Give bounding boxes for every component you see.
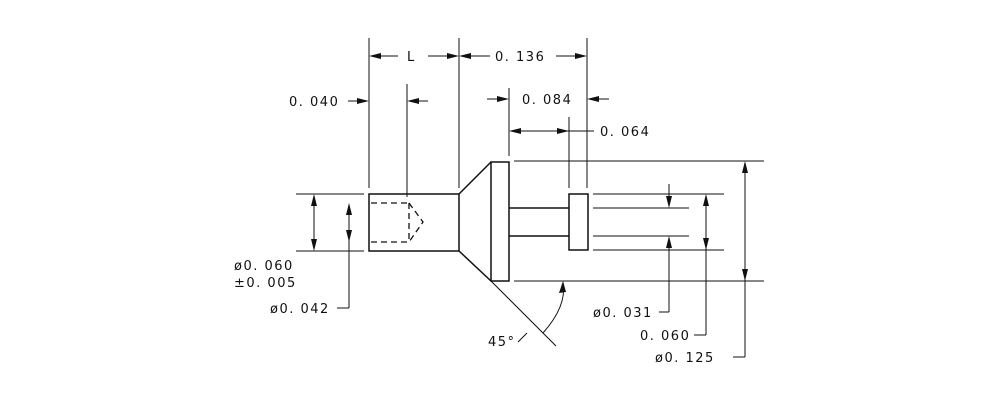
shank-body [368,193,460,252]
dim-overall-label: 0. 136 [495,50,545,65]
dim-bore-diameter-label: ø0. 042 [270,302,330,317]
dimension-labels: L 0. 136 0. 040 0. 084 0. 064 ø0. 060 ±0… [234,50,715,366]
hidden-bore [371,202,424,243]
dim-shank-tolerance-label: ±0. 005 [234,276,297,291]
dim-shoulder-width-label: 0. 064 [600,125,650,140]
cone-top-edge [458,161,492,195]
extension-lines [296,38,764,282]
dim-length-label: L [407,50,416,65]
dimension-lines [311,53,748,358]
dim-hidden-depth-label: 0. 040 [289,95,339,110]
bore-drill-point [408,202,424,243]
part-outline [368,161,589,282]
dim-head-diameter-label: ø0. 125 [655,351,715,366]
dim-shank-diameter-label: ø0. 060 [234,259,294,274]
dim-pin-diameter-label: ø0. 031 [593,306,653,321]
cone-bottom-edge [458,250,492,282]
dim-chamfer-angle-label: 45° [488,335,516,350]
head-flange [490,161,510,282]
dim-head-to-shoulder-label: 0. 084 [522,93,572,108]
dim-shoulder-diameter-label: 0. 060 [640,329,690,344]
pin-shoulder [568,193,589,251]
